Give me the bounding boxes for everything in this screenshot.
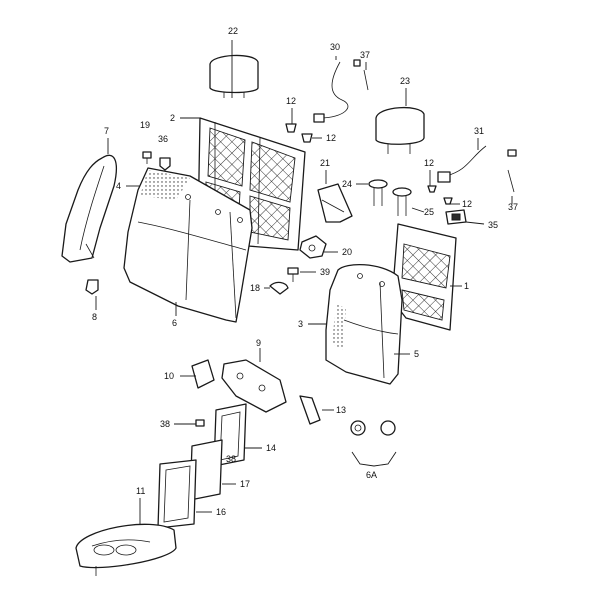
callout-39: 39 — [320, 267, 330, 277]
callout-9: 9 — [256, 338, 261, 348]
part-30-cable — [313, 59, 361, 123]
callout-36: 36 — [158, 134, 168, 144]
part-24-headrest-guide — [368, 179, 388, 206]
callout-14: 14 — [266, 443, 276, 453]
part-16-panel — [157, 459, 197, 529]
callout-18: 18 — [250, 283, 260, 293]
part-11-armrest — [75, 523, 177, 576]
part-6-left-backrest-cushion — [123, 167, 253, 323]
part-10-hinge-plate — [191, 359, 215, 389]
part-18-bracket — [269, 281, 289, 295]
callout-12-d: 12 — [462, 199, 472, 209]
callout-22: 22 — [228, 26, 238, 36]
leader-lines — [95, 40, 513, 524]
callout-30: 30 — [330, 42, 340, 52]
part-19-screw — [142, 151, 152, 164]
callout-38-left: 38 — [160, 419, 170, 429]
part-13-lever — [299, 395, 321, 425]
callout-37-right: 37 — [508, 202, 518, 212]
part-36-clip — [159, 157, 171, 171]
callout-6: 6 — [172, 318, 177, 328]
callout-labels: 22 2 7 19 36 4 8 6 30 37 12 12 21 24 25 … — [92, 26, 518, 517]
part-9-hinge-bracket — [221, 359, 287, 413]
callout-10: 10 — [164, 371, 174, 381]
callout-6a: 6A — [366, 470, 377, 480]
part-25-headrest-guide — [392, 187, 412, 216]
part-8-clip — [85, 279, 99, 295]
callout-12-b: 12 — [326, 133, 336, 143]
callout-1: 1 — [464, 281, 469, 291]
part-6a-cap-pair — [350, 420, 396, 436]
callout-19: 19 — [140, 120, 150, 130]
part-1-right-backrest-frame — [391, 223, 457, 331]
callout-17: 17 — [240, 479, 250, 489]
part-12-screw-b — [301, 133, 313, 143]
callout-3: 3 — [298, 319, 303, 329]
callout-12-c: 12 — [424, 158, 434, 168]
part-21-cover — [317, 183, 353, 223]
callout-23: 23 — [400, 76, 410, 86]
part-35-switch — [445, 209, 467, 225]
part-5-right-backrest-cushion — [325, 263, 403, 385]
callout-16: 16 — [216, 507, 226, 517]
callout-37-top: 37 — [360, 50, 370, 60]
callout-21: 21 — [320, 158, 330, 168]
callout-20: 20 — [342, 247, 352, 257]
part-12-screw-a — [285, 123, 297, 133]
part-20-latch — [299, 235, 327, 259]
callout-7: 7 — [104, 126, 109, 136]
callout-11: 11 — [136, 486, 145, 496]
part-12-screw-c — [427, 185, 437, 193]
part-37-clip-b — [507, 169, 515, 193]
part-39-bolt — [287, 267, 299, 282]
callout-12-a: 12 — [286, 96, 296, 106]
part-7-side-bolster — [61, 154, 117, 263]
callout-2: 2 — [170, 113, 175, 123]
callout-24: 24 — [342, 179, 352, 189]
part-22-left-headrest — [209, 54, 259, 98]
callout-4: 4 — [116, 181, 121, 191]
callout-13: 13 — [336, 405, 346, 415]
part-31-cable — [437, 145, 517, 183]
callout-5: 5 — [414, 349, 419, 359]
callout-31: 31 — [474, 126, 484, 136]
part-23-right-headrest — [375, 106, 425, 154]
callout-25: 25 — [424, 207, 434, 217]
callout-8: 8 — [92, 312, 97, 322]
part-37-clip-a — [363, 69, 369, 91]
part-12-screw-d — [443, 197, 453, 205]
part-38-screw-a — [195, 419, 205, 427]
callout-38-right: 38 — [226, 454, 236, 464]
callout-35: 35 — [488, 220, 498, 230]
